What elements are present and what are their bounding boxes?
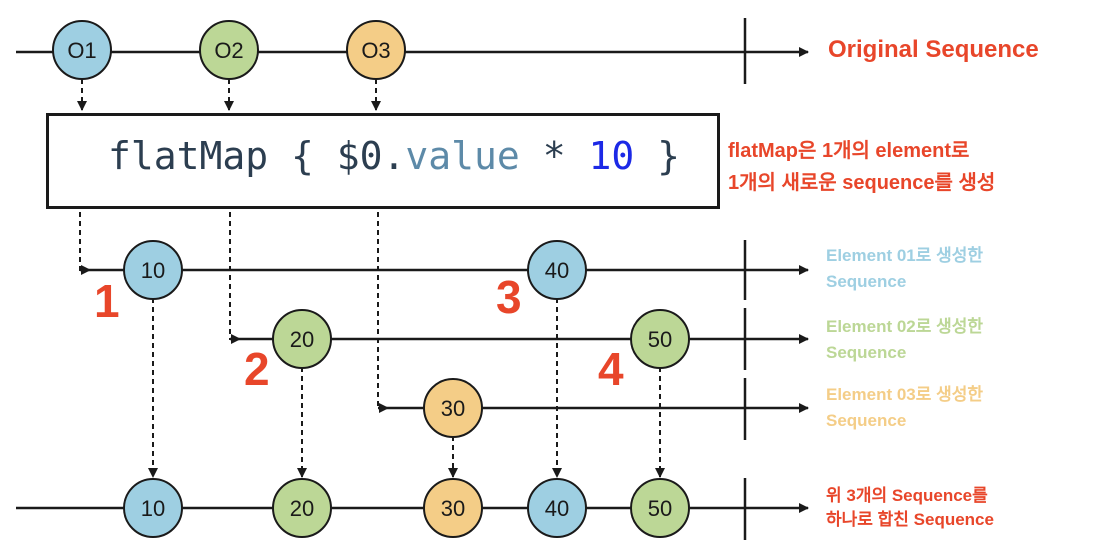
operator-code-op: *	[519, 134, 589, 178]
inner-marble-10	[123, 240, 183, 300]
inner-label-03: Element 03로 생성한 Sequence	[826, 385, 984, 430]
inner-marble-30-label: 30	[441, 396, 465, 421]
operator-code-prefix: flatMap { $0.	[108, 134, 406, 178]
operator-code-num: 10	[588, 134, 635, 178]
result-marble-20-label: 20	[290, 496, 314, 521]
inner-marble-10-label: 10	[141, 258, 165, 283]
original-marble-3-label: O3	[361, 38, 390, 63]
original-sequence-label: Original Sequence	[828, 36, 1039, 63]
inner-marble-40	[527, 240, 587, 300]
order-number-3: 3	[496, 271, 522, 323]
result-marble-50	[630, 478, 690, 538]
inner-marble-20-label: 20	[290, 327, 314, 352]
original-marble-3	[346, 20, 406, 80]
result-marble-40	[527, 478, 587, 538]
result-marble-10-label: 10	[141, 496, 165, 521]
operator-annotation-line2: 1개의 새로운 sequence를 생성	[728, 172, 996, 194]
operator-code: flatMap { $0.value * 10 }	[108, 134, 680, 178]
result-marble-40-label: 40	[545, 496, 569, 521]
order-number-1: 1	[94, 275, 120, 327]
original-marble-1-label: O1	[67, 38, 96, 63]
inner-marble-50	[630, 309, 690, 369]
dash-op-to-inner-01	[79, 212, 91, 275]
operator-code-suffix: }	[634, 134, 680, 178]
inner-marble-30	[423, 378, 483, 438]
result-marble-20	[272, 478, 332, 538]
result-marble-30	[423, 478, 483, 538]
dash-op-to-inner-03	[377, 212, 389, 413]
original-marble-2-label: O2	[214, 38, 243, 63]
result-sequence-label: 위 3개의 Sequence를 하나로 합친 Sequence	[826, 486, 994, 529]
inner-label-02: Element 02로 생성한 Sequence	[826, 317, 984, 362]
original-marble-1	[52, 20, 112, 80]
operator-box	[46, 113, 720, 209]
inner-marble-40-label: 40	[545, 258, 569, 283]
dash-op-to-inner-02	[229, 212, 241, 344]
order-number-2: 2	[244, 343, 270, 395]
inner-marble-50-label: 50	[648, 327, 672, 352]
result-marble-30-label: 30	[441, 496, 465, 521]
operator-code-prop: value	[405, 134, 520, 178]
inner-label-01: Element 01로 생성한 Sequence	[826, 246, 984, 291]
result-marble-10	[123, 478, 183, 538]
operator-annotation-line1: flatMap은 1개의 element로	[728, 140, 970, 162]
order-number-4: 4	[598, 343, 624, 395]
inner-marble-20	[272, 309, 332, 369]
result-marble-50-label: 50	[648, 496, 672, 521]
original-marble-2	[199, 20, 259, 80]
